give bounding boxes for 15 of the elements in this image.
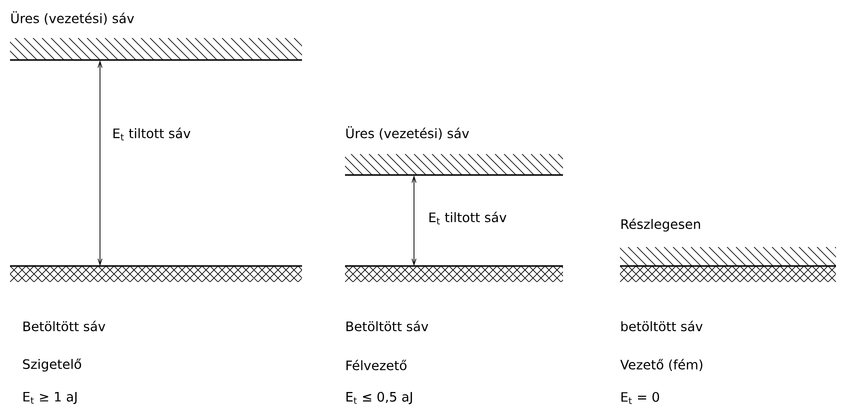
band-caption: Vezető (fém) xyxy=(620,358,702,372)
energy-band: Betöltött sáv xyxy=(345,265,563,332)
arrow xyxy=(98,60,102,266)
band-caption: E$_{t}$ = 0 xyxy=(621,392,660,404)
band-caption: E$_{t}$ ≤ 0,5 aJ xyxy=(346,392,412,404)
energy-band: Üres (vezetési) sáv xyxy=(10,11,302,61)
edge-label: E$_{t}$ tiltott sáv xyxy=(113,128,190,140)
band-caption: Félvezető xyxy=(346,360,406,370)
band-caption: Szigetelő xyxy=(23,358,82,372)
band-caption: E$_{t}$ ≥ 1 aJ xyxy=(23,392,77,404)
arrow xyxy=(412,175,416,266)
energy-band: Részlegesen betöltött sáv xyxy=(620,218,836,332)
energy-band: Betöltött sáv xyxy=(10,265,302,332)
energy-band: Üres (vezetési) sáv xyxy=(345,126,563,176)
edge-label: E$_{t}$ tiltott sáv xyxy=(429,212,506,224)
